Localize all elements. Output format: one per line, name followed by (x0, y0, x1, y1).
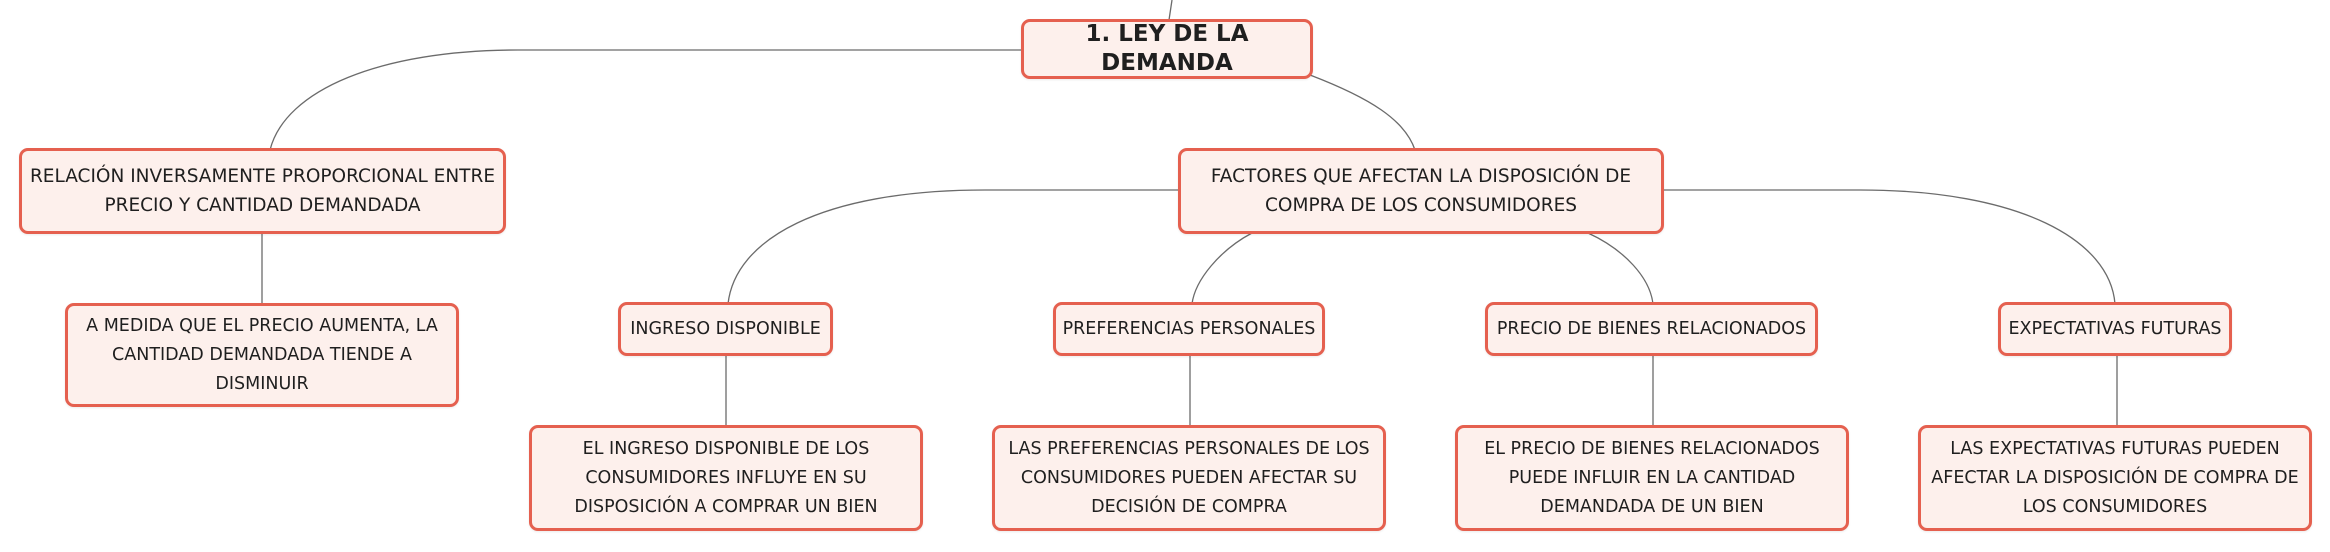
node-expectativas-detalle[interactable]: LAS EXPECTATIVAS FUTURAS PUEDEN AFECTAR … (1918, 425, 2312, 531)
node-preferencias-detalle[interactable]: LAS PREFERENCIAS PERSONALES DE LOS CONSU… (992, 425, 1386, 531)
node-preferencias[interactable]: PREFERENCIAS PERSONALES (1053, 302, 1325, 356)
node-relacion[interactable]: RELACIÓN INVERSAMENTE PROPORCIONAL ENTRE… (19, 148, 506, 234)
node-ingreso-detalle[interactable]: EL INGRESO DISPONIBLE DE LOS CONSUMIDORE… (529, 425, 923, 531)
node-expectativas[interactable]: EXPECTATIVAS FUTURAS (1998, 302, 2232, 356)
node-precio[interactable]: PRECIO DE BIENES RELACIONADOS (1485, 302, 1818, 356)
node-factores[interactable]: FACTORES QUE AFECTAN LA DISPOSICIÓN DE C… (1178, 148, 1664, 234)
connector-factores-expectativas (1662, 189, 2116, 305)
node-precio-detalle[interactable]: EL PRECIO DE BIENES RELACIONADOS PUEDE I… (1455, 425, 1849, 531)
connector-root-factores (1309, 74, 1416, 151)
connector-root-relacion (269, 49, 1022, 151)
connector-factores-precio (1587, 232, 1654, 305)
connector-top (1168, 0, 1173, 21)
node-ingreso[interactable]: INGRESO DISPONIBLE (618, 302, 833, 356)
connector-factores-ingreso (727, 189, 1180, 305)
node-relacion-detalle[interactable]: A MEDIDA QUE EL PRECIO AUMENTA, LA CANTI… (65, 303, 459, 407)
node-root[interactable]: 1. LEY DE LA DEMANDA (1021, 19, 1313, 79)
connector-factores-preferencias (1191, 232, 1253, 305)
